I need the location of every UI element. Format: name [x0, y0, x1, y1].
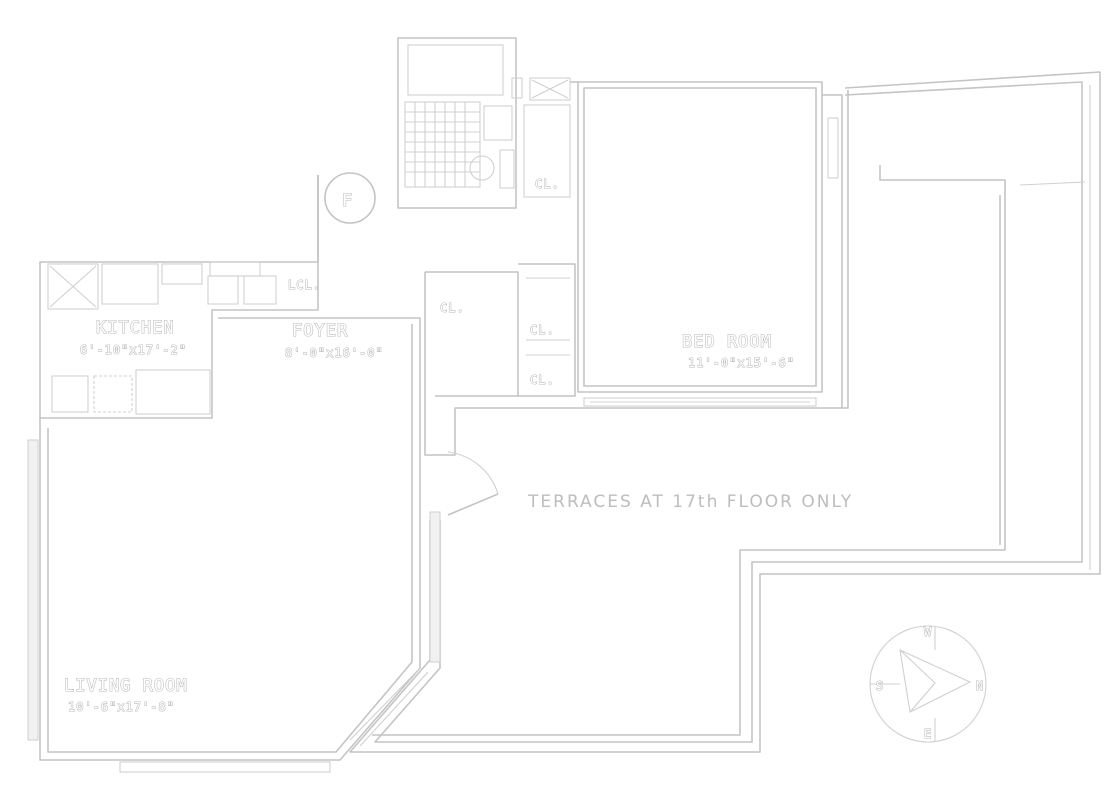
foyer-closet-label: CL. — [440, 301, 465, 315]
bedroom-walls — [577, 81, 843, 408]
stair-marker: F — [324, 172, 376, 224]
foyer-label: FOYER — [292, 321, 348, 341]
upper-closet-label: CL. — [535, 177, 560, 191]
compass-east: E — [924, 727, 932, 741]
kitchen-label: KITCHEN — [96, 318, 175, 338]
living-room-label: LIVING ROOM — [64, 676, 188, 696]
stair-letter: F — [342, 191, 353, 211]
closet-label-1: CL. — [530, 323, 555, 337]
living-room-dims: 10'-6"x17'-8" — [68, 700, 175, 714]
bedroom-label: BED ROOM — [682, 332, 772, 352]
closet-label-2: CL. — [530, 373, 555, 387]
compass-south: S — [876, 679, 884, 693]
kitchen-dims: 6'-10"x17'-2" — [80, 343, 187, 357]
terrace-outline — [349, 71, 1101, 753]
compass-west: W — [924, 625, 932, 639]
upper-core — [397, 37, 578, 209]
compass-north: N — [976, 679, 984, 693]
living-room-walls — [27, 317, 429, 773]
terrace-note: TERRACES AT 17th FLOOR ONLY — [527, 492, 853, 512]
lcl-label: LCL. — [288, 278, 321, 292]
bedroom-dims: 11'-0"x15'-6" — [688, 356, 795, 370]
kitchen-walls — [39, 175, 319, 419]
foyer-dims: 8'-0"x16'-0" — [285, 346, 384, 360]
elevator-grid — [404, 101, 481, 188]
foyer-walls — [317, 175, 576, 663]
compass-icon: N S E W — [869, 624, 987, 743]
